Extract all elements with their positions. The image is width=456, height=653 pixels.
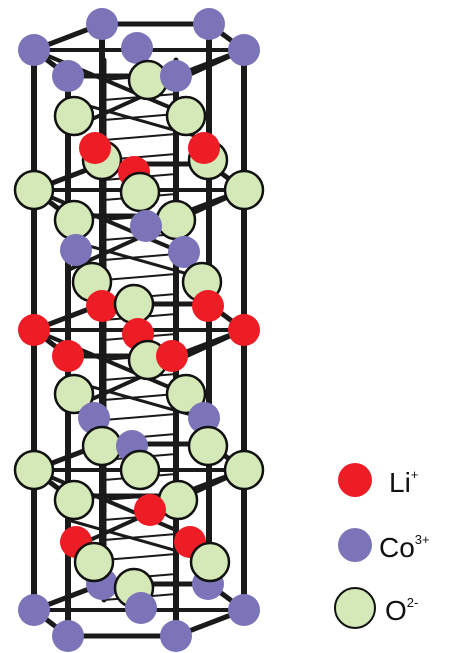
oxygen-atom	[81, 425, 123, 467]
oxygen-atom	[119, 171, 161, 213]
cobalt-atom	[188, 402, 220, 434]
cobalt-atom	[168, 236, 200, 268]
lattice-rung	[103, 553, 177, 561]
oxygen-atom	[73, 541, 115, 583]
lattice-edge-diagonal	[32, 48, 178, 112]
lithium-atom	[134, 494, 166, 526]
oxygen-atom	[119, 449, 161, 491]
lattice-rung	[103, 393, 177, 401]
cobalt-atom	[52, 60, 84, 92]
lithium-atom	[188, 132, 220, 164]
oxygen-atom	[13, 169, 55, 211]
lattice-rung	[103, 253, 177, 261]
oxygen-atom	[165, 95, 207, 137]
legend-label-co: Co3+	[379, 532, 430, 563]
cobalt-atom	[60, 234, 92, 266]
oxygen-atom	[189, 541, 231, 583]
cobalt-atom	[18, 594, 50, 626]
lithium-atom	[156, 340, 188, 372]
cobalt-atom	[86, 8, 118, 40]
cobalt-atom	[228, 34, 260, 66]
oxygen-atom	[53, 95, 95, 137]
lithium-atom	[192, 290, 224, 322]
legend-label-li: Li+	[389, 467, 418, 498]
legend-label-o: O2-	[385, 595, 418, 626]
cobalt-atom	[160, 620, 192, 652]
legend-swatch-co	[338, 528, 372, 562]
cobalt-atom	[125, 592, 157, 624]
lithium-atom	[52, 340, 84, 372]
cobalt-atom	[52, 620, 84, 652]
lattice-rung	[103, 273, 177, 281]
lithium-atom	[18, 314, 50, 346]
oxygen-atom	[13, 449, 55, 491]
cobalt-atom	[130, 210, 162, 242]
oxygen-atom	[187, 425, 229, 467]
cobalt-atom	[121, 32, 153, 64]
legend-swatch-li	[338, 463, 372, 497]
lithium-atom	[228, 314, 260, 346]
lithium-atom	[86, 290, 118, 322]
lattice-rung	[103, 533, 177, 541]
cobalt-atom	[160, 60, 192, 92]
lattice-rung	[103, 113, 177, 121]
lithium-atom	[79, 132, 111, 164]
cobalt-atom	[18, 34, 50, 66]
cobalt-atom	[228, 594, 260, 626]
oxygen-atom	[53, 199, 95, 241]
legend-swatch-o	[334, 587, 376, 629]
oxygen-atom	[53, 479, 95, 521]
legend: Li+ Co3+ O2-	[334, 463, 430, 629]
oxygen-atom	[165, 373, 207, 415]
oxygen-atom	[53, 373, 95, 415]
oxygen-atom	[155, 199, 197, 241]
cobalt-atom	[193, 8, 225, 40]
atom-layer	[13, 8, 265, 652]
oxygen-atom	[223, 169, 265, 211]
lattice-rung	[103, 133, 177, 141]
lattice-edge-diagonal	[32, 328, 178, 392]
lattice-rung	[103, 413, 177, 421]
oxygen-atom	[113, 283, 155, 325]
oxygen-atom	[223, 449, 265, 491]
